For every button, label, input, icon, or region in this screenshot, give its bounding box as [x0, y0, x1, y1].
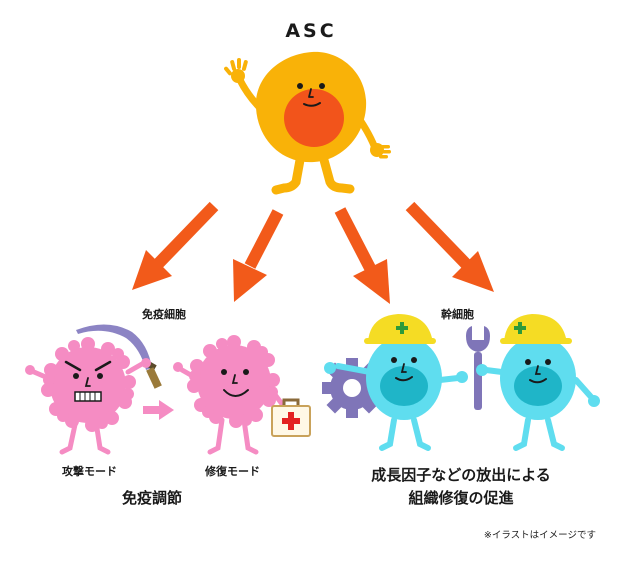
repair-mode-label: 修復モード [205, 465, 260, 478]
helmet-icon [364, 314, 436, 344]
mode-change-arrow [143, 400, 174, 420]
arrow-to-stem-cell-2 [405, 201, 494, 292]
stem-cell-2 [466, 314, 600, 451]
helmet-icon [500, 314, 572, 344]
stem-result-line-1: 成長因子などの放出による [371, 466, 551, 484]
asc-waving-hand-icon [224, 58, 248, 83]
stem-cell-label: 幹細胞 [441, 308, 474, 321]
asc-character [224, 51, 391, 195]
stem-cell-1 [322, 314, 468, 451]
stem-result-line-2: 組織修復の促進 [408, 489, 514, 507]
first-aid-kit-icon [271, 398, 311, 437]
arrow-to-stem-cell-1 [334, 207, 390, 304]
arrow-to-repair-mode [233, 209, 284, 302]
immune-cell-attack-mode [25, 324, 162, 455]
arrow-to-attack-mode [132, 201, 219, 290]
flow-arrows [132, 201, 494, 304]
asc-right-hand-icon [370, 143, 391, 159]
immune-cell-repair-mode [173, 335, 311, 455]
diagram-title: ASC [285, 20, 337, 42]
attack-mode-label: 攻撃モード [62, 465, 117, 478]
immune-cell-label: 免疫細胞 [142, 308, 186, 321]
immune-regulation-label: 免疫調節 [122, 489, 183, 507]
disclaimer-note: ※イラストはイメージです [483, 530, 596, 541]
